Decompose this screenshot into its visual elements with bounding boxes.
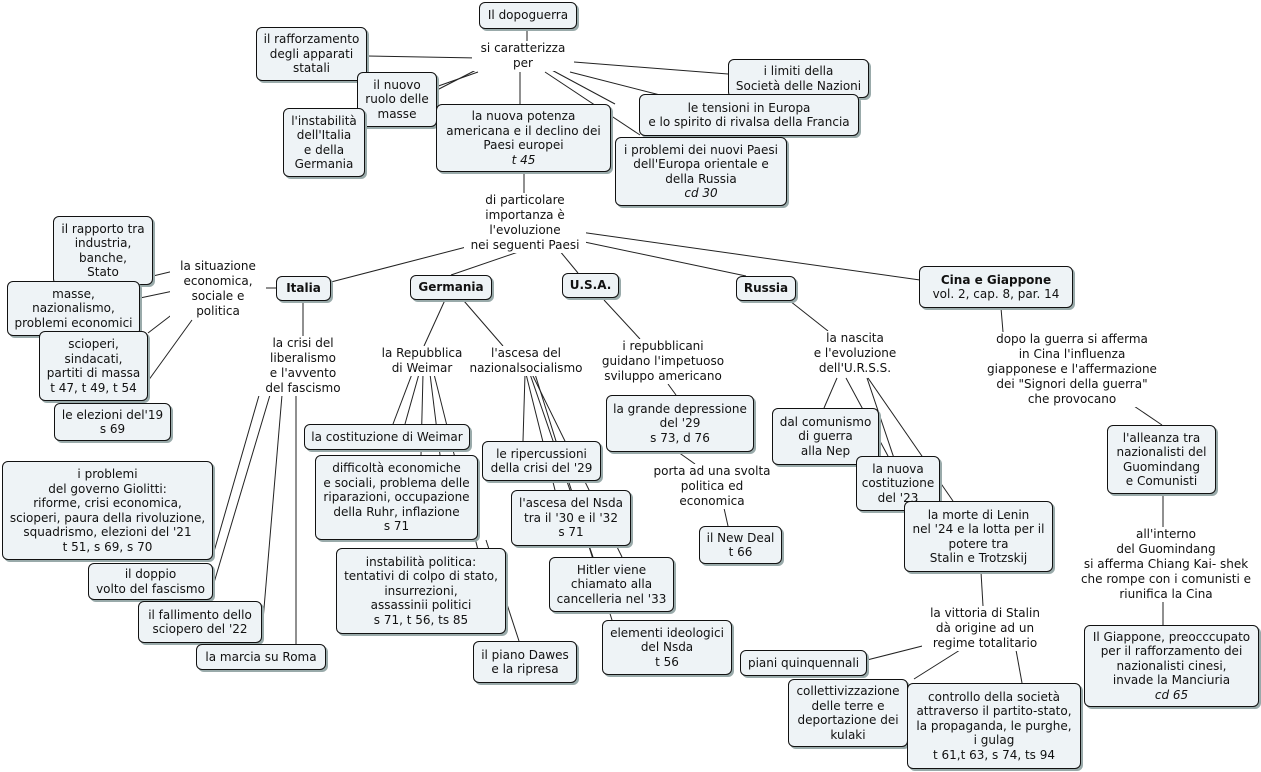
connector-line: [1000, 307, 1004, 333]
node-hitler-cancelleria[interactable]: Hitler viene chiamato alla cancelleria n…: [549, 557, 674, 612]
link-repubblicani: i repubblicani guidano l'impetuoso svilu…: [596, 339, 730, 384]
link-vittoria-stalin: la vittoria di Stalin dà origine ad un r…: [922, 606, 1048, 651]
node-costituzione-weimar[interactable]: la costituzione di Weimar: [304, 424, 470, 450]
node-ascesa-nsda[interactable]: l'ascesa del Nsda tra il '30 e il '32 s …: [511, 490, 631, 546]
connector-line: [574, 239, 747, 277]
node-fallimento-sciopero[interactable]: il fallimento dello sciopero del '22: [138, 601, 262, 643]
link-porta-svolta: porta ad una svolta politica ed economic…: [646, 464, 778, 509]
node-rafforzamento-apparati[interactable]: il rafforzamento degli apparati statali: [256, 27, 367, 81]
node-problemi-giolitti[interactable]: i problemi del governo Giolitti: riforme…: [2, 461, 213, 560]
node-nuovo-ruolo-masse[interactable]: il nuovo ruolo delle masse: [357, 72, 437, 127]
node-russia[interactable]: Russia: [736, 276, 796, 301]
connector-line: [980, 571, 984, 607]
connector-line: [1015, 649, 1023, 684]
node-usa[interactable]: U.S.A.: [562, 273, 619, 298]
connector-line: [789, 300, 829, 332]
connector-line: [366, 55, 479, 59]
node-instabilita-italia-germania[interactable]: l'instabilità dell'Italia e della German…: [283, 108, 365, 177]
connector-line: [212, 394, 271, 587]
connector-line: [261, 394, 283, 633]
node-collettivizzazione[interactable]: collettivizzazione delle terre e deporta…: [788, 679, 908, 747]
connector-line: [573, 61, 729, 75]
connector-line: [723, 507, 729, 527]
node-controllo-societa[interactable]: controllo della società attraverso il pa…: [907, 683, 1081, 769]
node-elezioni-19[interactable]: le elezioni del'19 s 69: [54, 403, 171, 441]
node-limiti-sdn[interactable]: i limiti della Società delle Nazioni: [728, 59, 869, 98]
connector-line: [212, 391, 261, 556]
connector-line: [569, 71, 661, 96]
node-comunismo-guerra[interactable]: dal comunismo di guerra alla Nep: [772, 408, 879, 465]
connector-line: [404, 373, 420, 425]
connector-line: [823, 377, 838, 409]
node-ripercussioni-crisi[interactable]: le ripercussioni della crisi del '29: [482, 441, 601, 481]
link-crisi-liberalismo: la crisi del liberalismo e l'avvento del…: [256, 336, 350, 396]
node-alleanza-guomindang[interactable]: l'alleanza tra nazionalisti del Guominda…: [1107, 425, 1216, 494]
connector-line: [579, 231, 921, 281]
connector-line: [558, 249, 579, 274]
node-marcia-roma[interactable]: la marcia su Roma: [196, 644, 326, 670]
link-nascita-urss: la nascita e l'evoluzione dell'U.R.S.S.: [800, 331, 910, 376]
node-giappone-manciuria[interactable]: Il Giappone, preocccupato per il rafforz…: [1084, 625, 1259, 707]
link-si-caratterizza: si caratterizza per: [472, 41, 574, 71]
node-tensioni-europa[interactable]: le tensioni in Europa e lo spirito di ri…: [639, 94, 859, 136]
connector-line: [677, 451, 696, 465]
link-repubblica-weimar: la Repubblica di Weimar: [376, 346, 468, 376]
node-grande-depressione[interactable]: la grande depressione del '29 s 73, d 76: [606, 395, 754, 452]
connector-line: [147, 319, 193, 382]
connector-line: [423, 299, 446, 347]
link-situazione-economica: la situazione economica, sociale e polit…: [170, 259, 266, 319]
node-elementi-ideologici[interactable]: elementi ideologici del Nsda t 56: [602, 620, 732, 675]
node-italia[interactable]: Italia: [276, 276, 331, 301]
connector-line: [522, 373, 526, 442]
node-difficolta-economiche[interactable]: difficoltà economiche e sociali, problem…: [315, 455, 478, 540]
node-piani-quinquennali[interactable]: piani quinquennali: [740, 650, 867, 676]
link-guomindang: all'interno del Guomindang si afferma Ch…: [1070, 527, 1261, 602]
node-morte-lenin[interactable]: la morte di Lenin nel '24 e la lotta per…: [904, 501, 1053, 572]
connector-line: [1130, 403, 1163, 426]
node-rapporto-industria[interactable]: il rapporto tra industria, banche, Stato: [53, 216, 153, 285]
connector-line: [913, 649, 961, 680]
node-germania[interactable]: Germania: [410, 275, 492, 300]
node-piano-dawes[interactable]: il piano Dawes e la ripresa: [473, 641, 577, 683]
connector-line: [392, 373, 413, 425]
connector-line: [603, 299, 641, 340]
connector-line: [544, 71, 641, 136]
connector-line: [450, 249, 525, 276]
node-dopoguerra[interactable]: Il dopoguerra: [479, 2, 577, 29]
node-doppio-volto[interactable]: il doppio volto del fascismo: [88, 563, 213, 600]
link-particolare-importanza: di particolare importanza è l'evoluzione…: [464, 193, 586, 253]
node-scioperi-sindacati[interactable]: scioperi, sindacati, partiti di massa t …: [39, 331, 148, 401]
node-masse-nazionalismo[interactable]: masse, nazionalismo, problemi economici: [7, 281, 140, 336]
connector-line: [463, 300, 504, 347]
link-dopo-guerra-cina: dopo la guerra si afferma in Cina l'infl…: [986, 332, 1158, 407]
node-instabilita-politica[interactable]: instabilità politica: tentativi di colpo…: [336, 548, 506, 634]
link-ascesa-nazionalsocialismo: l'ascesa del nazionalsocialismo: [462, 346, 590, 376]
node-problemi-nuovi-paesi[interactable]: i problemi dei nuovi Paesi dell'Europa o…: [615, 137, 787, 206]
connector-line: [547, 67, 616, 105]
node-new-deal[interactable]: il New Deal t 66: [699, 526, 782, 564]
node-potenza-americana[interactable]: la nuova potenza americana e il declino …: [436, 104, 611, 172]
connector-line: [667, 383, 677, 396]
